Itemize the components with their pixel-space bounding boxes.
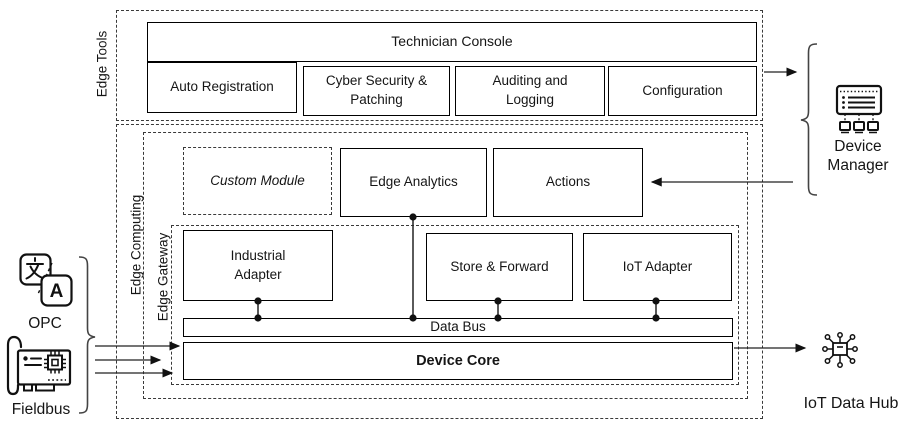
device-core-title: Device Core [416, 352, 500, 369]
device-manager-label: Device Manager [827, 138, 889, 175]
edge-computing-label: Edge Computing [128, 194, 144, 296]
edge-tools-label: Edge Tools [94, 30, 110, 98]
actions-box: Actions [493, 148, 643, 217]
opc-icon: A [18, 252, 74, 313]
iot-adapter-box: IoT Adapter [583, 233, 732, 301]
data-bus-bar: Data Bus [183, 318, 733, 337]
auditing-logging-title: Auditing and Logging [492, 73, 568, 107]
svg-text:A: A [50, 281, 64, 302]
fieldbus-label: Fieldbus [11, 401, 71, 418]
edge-runtime-container [143, 132, 748, 399]
actions-title: Actions [545, 174, 591, 190]
cyber-security-title: Cyber Security & Patching [325, 73, 428, 107]
industrial-adapter-box: Industrial Adapter [183, 230, 333, 301]
right-group-bracket [800, 43, 818, 196]
auto-registration-box: Auto Registration [147, 62, 297, 113]
edge-gateway-label: Edge Gateway [155, 232, 171, 322]
device-manager-icon [830, 84, 888, 141]
custom-module-title: Custom Module [210, 172, 305, 188]
industrial-adapter-title: Industrial Adapter [230, 247, 286, 282]
auto-registration-title: Auto Registration [170, 79, 274, 95]
technician-console-title: Technician Console [391, 33, 513, 50]
store-forward-box: Store & Forward [426, 233, 573, 301]
edge-tools-container [116, 10, 763, 121]
iot-data-hub-label: IoT Data Hub [803, 395, 899, 412]
edge-gateway-container [171, 225, 739, 385]
configuration-box: Configuration [608, 66, 757, 116]
data-bus-title: Data Bus [430, 319, 486, 335]
edge-computing-container [116, 124, 763, 419]
custom-module-box: Custom Module [183, 147, 332, 215]
iot-data-hub-icon [818, 328, 862, 377]
opc-label: OPC [28, 315, 62, 332]
store-forward-title: Store & Forward [450, 258, 549, 274]
cyber-security-box: Cyber Security & Patching [303, 66, 450, 116]
edge-analytics-box: Edge Analytics [340, 148, 487, 217]
iot-adapter-title: IoT Adapter [622, 258, 693, 274]
edge-analytics-title: Edge Analytics [369, 174, 458, 190]
configuration-title: Configuration [642, 82, 723, 98]
technician-console-box: Technician Console [147, 22, 757, 62]
left-group-bracket [78, 256, 96, 414]
auditing-logging-box: Auditing and Logging [455, 66, 605, 116]
device-core-bar: Device Core [183, 342, 733, 380]
fieldbus-icon [2, 334, 74, 405]
